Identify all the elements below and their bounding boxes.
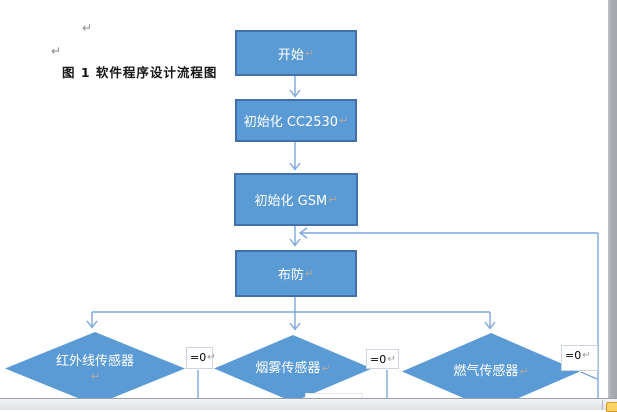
flow-node-arm[interactable]: 布防↵: [235, 250, 357, 297]
paragraph-mark: ↵: [51, 44, 62, 58]
paragraph-mark: ↵: [387, 354, 396, 365]
flow-node-init-cc2530[interactable]: 初始化 CC2530↵: [235, 99, 357, 142]
flow-node-start[interactable]: 开始↵: [235, 30, 357, 76]
flow-node-label: 开始: [277, 47, 304, 63]
figure-caption: 图 1 软件程序设计流程图: [62, 65, 218, 80]
paragraph-mark: ↵: [328, 193, 338, 206]
condition-text: =0: [565, 349, 582, 362]
flow-node-label: 初始化 CC2530: [243, 115, 339, 130]
condition-label-infrared[interactable]: =0↵: [186, 347, 216, 369]
paragraph-mark: ↵: [339, 114, 349, 127]
paragraph-mark: ↵: [90, 369, 101, 383]
flow-node-init-gsm[interactable]: 初始化 GSM↵: [234, 173, 358, 226]
flow-node-label: 燃气传感器: [453, 364, 519, 379]
status-strip[interactable]: [0, 398, 617, 410]
paragraph-mark: ↵: [207, 352, 216, 363]
condition-label-gas[interactable]: =0↵: [561, 345, 598, 371]
folder-icon[interactable]: [606, 402, 617, 412]
condition-text: =0: [370, 353, 387, 366]
flow-node-label: 初始化 GSM: [254, 194, 328, 209]
flow-node-label: 红外线传感器: [55, 353, 134, 369]
paragraph-mark: ↵: [321, 362, 331, 375]
paragraph-mark: ↵: [304, 267, 315, 280]
condition-label-smoke[interactable]: =0↵: [366, 349, 399, 369]
flow-node-label: 烟雾传感器: [255, 361, 321, 376]
paragraph-mark: ↵: [304, 46, 315, 60]
paragraph-mark: ↵: [582, 350, 591, 361]
condition-text: =0: [190, 351, 207, 364]
vertical-scrollbar-track[interactable]: [608, 0, 617, 410]
flow-node-label: 布防: [277, 268, 304, 283]
paragraph-mark: ↵: [82, 21, 93, 35]
paragraph-mark: ↵: [519, 365, 529, 378]
status-strip-separator: [602, 400, 603, 410]
